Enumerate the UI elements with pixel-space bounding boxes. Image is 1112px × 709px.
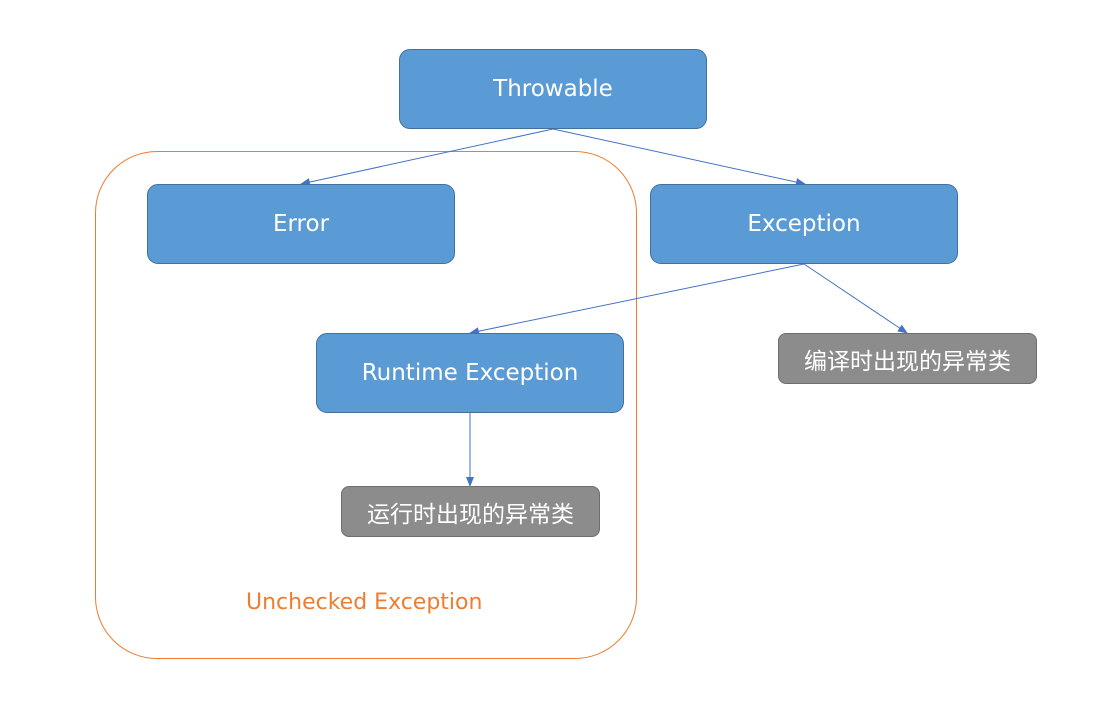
throwable-label: Throwable bbox=[493, 76, 613, 102]
runtime-note-label: 运行时出现的异常类 bbox=[367, 501, 574, 528]
edge-throwable-to-exception bbox=[552, 128, 806, 186]
unchecked-exception-label: Unchecked Exception bbox=[246, 590, 483, 615]
error-node: Error bbox=[147, 184, 455, 264]
exception-label: Exception bbox=[747, 211, 861, 237]
exception-node: Exception bbox=[650, 184, 958, 264]
error-label: Error bbox=[272, 211, 330, 237]
runtime-exception-note: 运行时出现的异常类 bbox=[341, 486, 600, 537]
compile-note-label: 编译时出现的异常类 bbox=[804, 348, 1011, 375]
edge-exception-to-runtime-exception bbox=[469, 263, 805, 336]
unchecked-exception-group bbox=[95, 151, 637, 659]
throwable-node: Throwable bbox=[399, 49, 707, 129]
compile-exception-note: 编译时出现的异常类 bbox=[778, 333, 1037, 384]
edge-exception-to-compile-note bbox=[803, 263, 908, 334]
runtime-exception-label: Runtime Exception bbox=[361, 360, 579, 386]
edge-throwable-to-error bbox=[300, 128, 554, 186]
runtime-exception-node: Runtime Exception bbox=[316, 333, 624, 413]
